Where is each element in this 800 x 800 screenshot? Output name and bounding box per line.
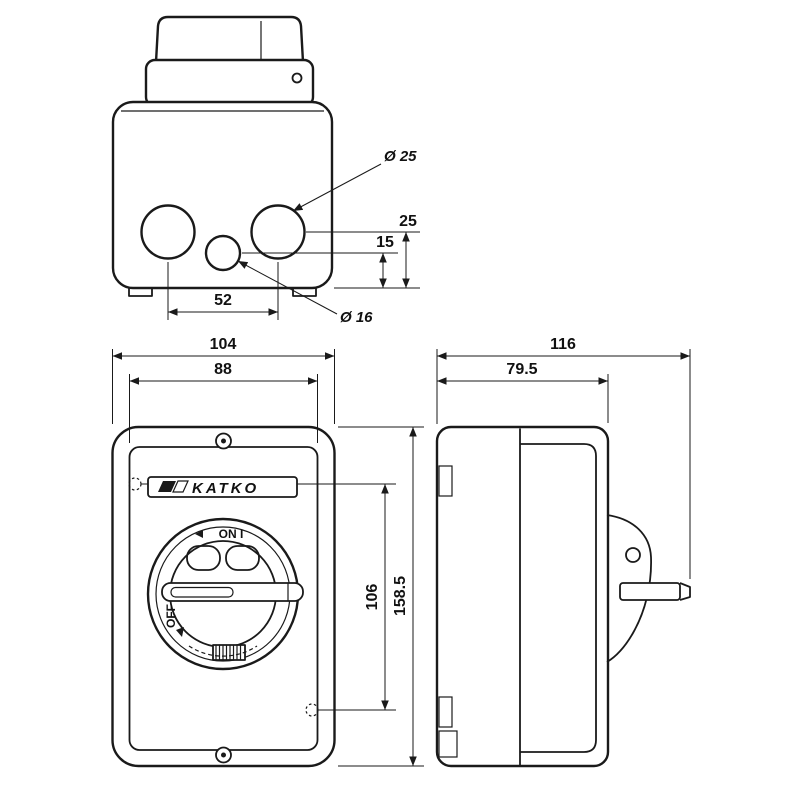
dim-label-104: 104 [210, 336, 237, 353]
padlock-lobe-left [186, 545, 221, 571]
dim-label-dia25: Ø 25 [384, 148, 417, 165]
brand-plate: KATKO [147, 476, 298, 498]
cable-entry-left [140, 204, 196, 260]
leader-dia-25: Ø 25 [292, 148, 417, 212]
katko-logo-mark [158, 481, 176, 492]
dim-body-depth: 79.5 [437, 361, 609, 423]
switch-handle-grip [170, 586, 234, 598]
lid-screw-top [215, 432, 232, 450]
side-lid-contour [520, 443, 597, 753]
brand-text: KATKO [192, 480, 259, 497]
dim-fixing-pitch: 106 [364, 484, 389, 710]
dim-label-15: 15 [376, 234, 394, 251]
dim-lid-width: 88 [129, 361, 318, 443]
on-arrow-icon [195, 530, 203, 538]
side-boss-bottom [438, 696, 453, 728]
front-view: KATKO ON I OFF [111, 336, 424, 768]
fixing-hole-bottom-right [305, 703, 319, 717]
off-arrow-icon [176, 627, 184, 637]
lid-screw-bottom [215, 746, 232, 764]
leader-dia-16: Ø 16 [237, 260, 373, 326]
dim-label-dia16: Ø 16 [340, 309, 373, 326]
cable-entry-small [204, 234, 242, 272]
side-handle-lever-tip [679, 582, 691, 601]
dim-hole-offsets: 15 25 [242, 213, 420, 289]
cable-entry-right [250, 204, 306, 260]
side-boss-top [438, 465, 453, 497]
top-view: 52 15 25 Ø 25 Ø 16 [111, 15, 420, 326]
katko-logo-mark-outline [172, 480, 189, 493]
off-label: OFF [164, 604, 178, 628]
dim-label-88: 88 [214, 361, 232, 378]
on-label: ON I [219, 527, 244, 541]
handle-bezel [144, 58, 315, 108]
side-step-bottom [438, 730, 458, 758]
dim-label-52: 52 [214, 292, 232, 309]
dim-overall-depth: 116 [436, 336, 691, 579]
dim-label-25: 25 [399, 213, 417, 230]
top-view-feet [128, 288, 317, 297]
dim-overall-width: 104 [112, 336, 335, 424]
handle-rib-lines [215, 645, 242, 660]
side-body [435, 425, 610, 768]
hidden-arc [188, 645, 258, 657]
side-view: 116 79.5 [435, 336, 691, 768]
side-padlock-hole [625, 547, 641, 563]
fixing-hole-top-left [128, 477, 142, 491]
dim-label-158-5: 158.5 [392, 576, 409, 616]
side-handle-lever[interactable] [619, 582, 681, 601]
padlock-lobe-right [225, 545, 260, 571]
dim-label-79-5: 79.5 [506, 361, 537, 378]
dim-label-116: 116 [550, 336, 576, 353]
dim-overall-height: 158.5 [338, 426, 424, 767]
rotary-switch: ON I OFF [146, 517, 304, 671]
handle-knob-outline [154, 15, 305, 64]
dim-hole-pitch: 52 [167, 262, 279, 320]
bezel-pin [291, 72, 303, 84]
dim-label-106: 106 [364, 584, 381, 611]
